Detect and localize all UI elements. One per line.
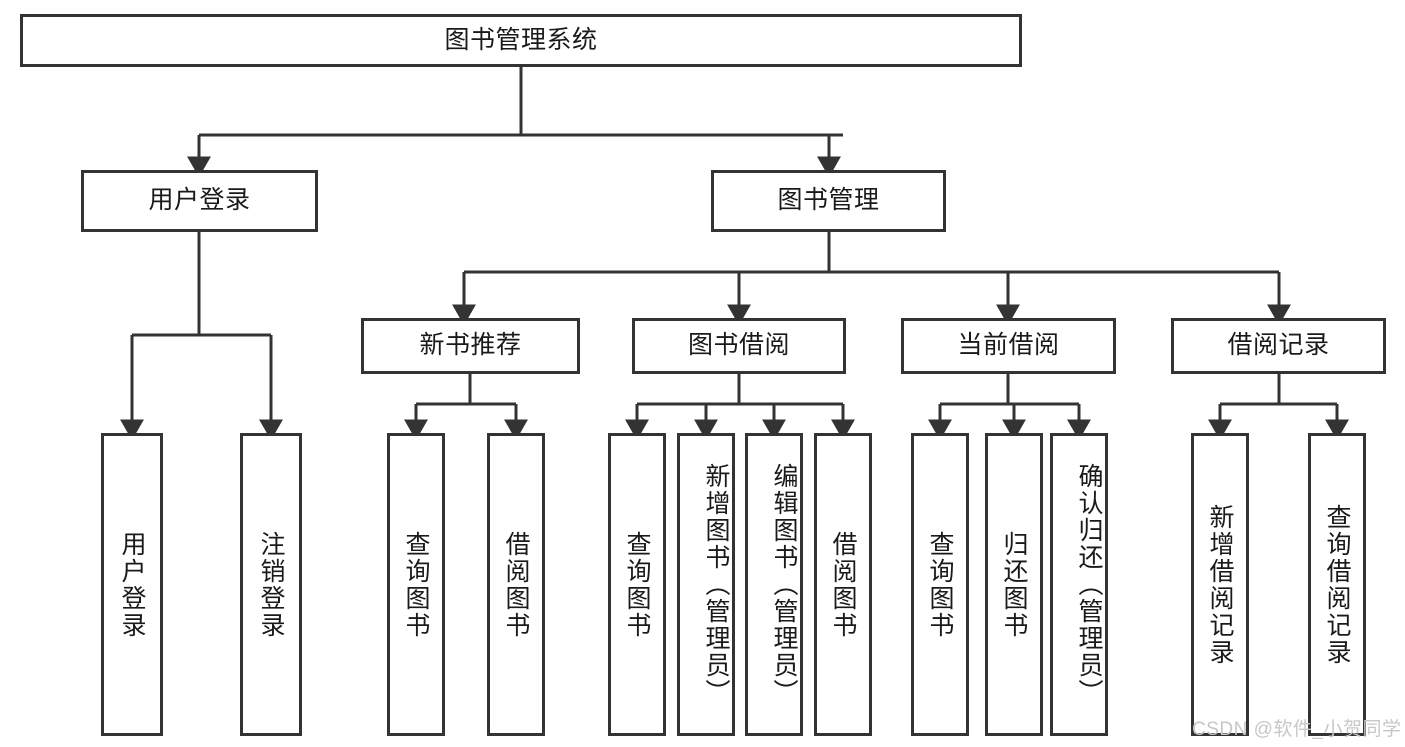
node-leaf-edit-book[interactable]: 编辑图书（管理员） bbox=[745, 433, 803, 736]
node-leaf-confirm-return[interactable]: 确认归还（管理员） bbox=[1050, 433, 1108, 736]
node-user-login-label: 用户登录 bbox=[148, 186, 251, 215]
node-leaf-query-book-2[interactable]: 查询图书 bbox=[608, 433, 666, 736]
node-book-manage-label: 图书管理 bbox=[777, 186, 880, 215]
node-new-book-recommend[interactable]: 新书推荐 bbox=[361, 318, 580, 374]
node-leaf-borrow-book-1-label: 借阅图书 bbox=[502, 530, 530, 639]
node-leaf-query-book-3[interactable]: 查询图书 bbox=[911, 433, 969, 736]
node-leaf-add-book[interactable]: 新增图书（管理员） bbox=[677, 433, 735, 736]
node-root[interactable]: 图书管理系统 bbox=[20, 14, 1022, 67]
node-new-book-recommend-label: 新书推荐 bbox=[419, 331, 522, 360]
node-leaf-borrow-book-2[interactable]: 借阅图书 bbox=[814, 433, 872, 736]
node-leaf-query-book-2-label: 查询图书 bbox=[623, 530, 651, 639]
node-leaf-query-book-1-label: 查询图书 bbox=[402, 530, 430, 639]
node-book-borrow-label: 图书借阅 bbox=[687, 331, 790, 360]
node-leaf-return-book-label: 归还图书 bbox=[1000, 530, 1028, 639]
node-book-manage[interactable]: 图书管理 bbox=[711, 170, 946, 232]
node-leaf-logout[interactable]: 注销登录 bbox=[240, 433, 302, 736]
node-leaf-query-record[interactable]: 查询借阅记录 bbox=[1308, 433, 1366, 736]
node-user-login[interactable]: 用户登录 bbox=[81, 170, 318, 232]
node-leaf-confirm-return-label: 确认归还（管理员） bbox=[1075, 463, 1103, 706]
node-leaf-add-book-label: 新增图书（管理员） bbox=[702, 463, 730, 706]
csdn-watermark: CSDN @软件_小贺同学 bbox=[1192, 719, 1402, 740]
node-leaf-query-record-label: 查询借阅记录 bbox=[1323, 503, 1351, 666]
node-leaf-user-login-label: 用户登录 bbox=[118, 530, 146, 639]
node-current-borrow-label: 当前借阅 bbox=[957, 331, 1060, 360]
node-leaf-return-book[interactable]: 归还图书 bbox=[985, 433, 1043, 736]
node-leaf-borrow-book-2-label: 借阅图书 bbox=[829, 530, 857, 639]
node-leaf-borrow-book-1[interactable]: 借阅图书 bbox=[487, 433, 545, 736]
node-book-borrow[interactable]: 图书借阅 bbox=[632, 318, 846, 374]
node-leaf-query-book-3-label: 查询图书 bbox=[926, 530, 954, 639]
node-borrow-record-label: 借阅记录 bbox=[1227, 331, 1330, 360]
node-leaf-query-book-1[interactable]: 查询图书 bbox=[387, 433, 445, 736]
node-borrow-record[interactable]: 借阅记录 bbox=[1171, 318, 1386, 374]
node-leaf-edit-book-label: 编辑图书（管理员） bbox=[770, 463, 798, 706]
node-root-label: 图书管理系统 bbox=[444, 25, 598, 54]
node-leaf-add-record-label: 新增借阅记录 bbox=[1206, 503, 1234, 666]
node-leaf-user-login[interactable]: 用户登录 bbox=[101, 433, 163, 736]
node-current-borrow[interactable]: 当前借阅 bbox=[901, 318, 1116, 374]
node-leaf-logout-label: 注销登录 bbox=[257, 530, 285, 639]
node-leaf-add-record[interactable]: 新增借阅记录 bbox=[1191, 433, 1249, 736]
